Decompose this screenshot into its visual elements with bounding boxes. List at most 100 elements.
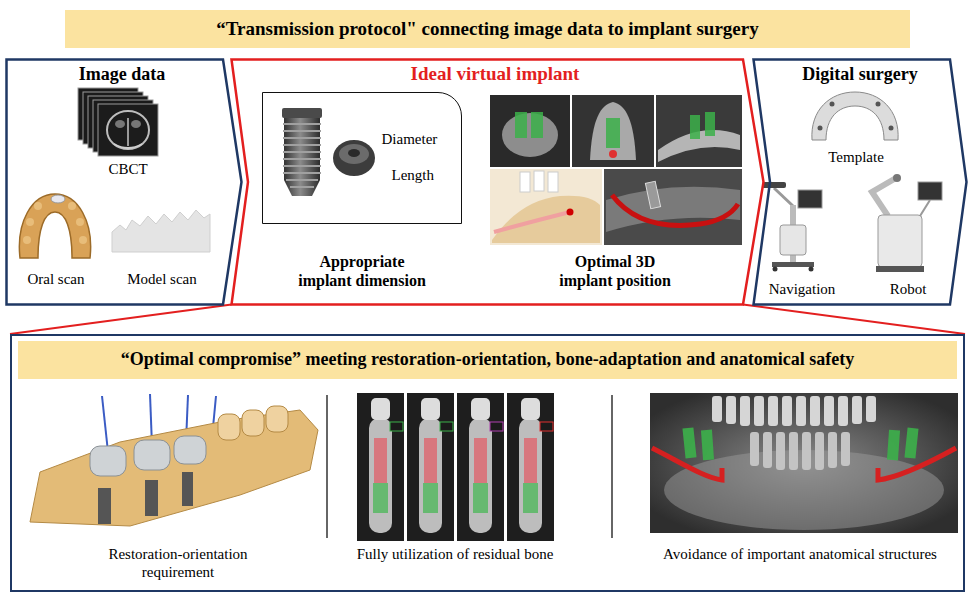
ct-planning-views	[490, 169, 602, 245]
navigation-system	[774, 188, 793, 206]
panoramic-image	[726, 396, 736, 424]
panoramic-image	[810, 396, 820, 426]
image-label: CBCT	[78, 160, 178, 178]
restoration-model-image	[98, 488, 111, 524]
node-text: Restoration-orientation requirement	[88, 545, 268, 581]
oral-scan-image	[34, 202, 42, 210]
cbct-slices	[519, 418, 542, 533]
dimension-box: DiameterLength	[262, 92, 462, 224]
panoramic-image	[750, 432, 759, 466]
restoration-model-image	[266, 406, 288, 432]
cbct-slices	[471, 398, 490, 420]
panel-heading: Ideal virtual implant	[335, 63, 655, 86]
implant-image	[283, 130, 321, 132]
restoration-model-image	[102, 396, 108, 452]
panoramic-image	[650, 393, 958, 533]
ct-planning-views	[612, 195, 738, 225]
navigation-system	[780, 225, 806, 255]
chevron-outline	[754, 60, 967, 305]
node-text: Diameter	[382, 130, 438, 148]
oral-scan-image	[23, 236, 31, 244]
cbct-slices	[457, 393, 504, 541]
restoration-model-image	[242, 410, 264, 436]
navigation-system	[772, 262, 814, 267]
section-caption: Optimal 3D implant position	[550, 252, 680, 290]
cbct-slices	[540, 422, 553, 431]
section-box: Restoration-orientation requirement Fully…	[10, 334, 965, 592]
divider-line	[326, 395, 328, 538]
robot-system	[872, 174, 942, 272]
chevron-outline	[5, 58, 243, 306]
divider-line	[611, 395, 613, 538]
ct-planning-views	[690, 115, 700, 139]
oral-scan-image	[26, 218, 34, 226]
cbct-slices	[423, 483, 438, 513]
implant-image	[283, 144, 321, 146]
implant-image	[283, 172, 321, 174]
implant-image	[283, 123, 321, 125]
cbct-slices	[490, 422, 503, 431]
panoramic-image	[682, 427, 696, 458]
oral-scan-image	[76, 218, 84, 226]
ct-planning-views	[572, 95, 654, 167]
zoom-connector	[743, 305, 965, 335]
image-label: Navigation	[752, 280, 852, 298]
implant-image	[282, 108, 375, 196]
ct-planning-views	[645, 181, 660, 209]
ct-planning-views	[515, 112, 527, 138]
panoramic-image	[824, 396, 834, 426]
ct-planning-views	[490, 95, 570, 167]
ct-planning-views	[604, 169, 742, 245]
oral-scan-image	[51, 195, 65, 203]
panoramic-image	[904, 428, 918, 459]
ct-planning-views	[567, 209, 574, 216]
navigation-system	[773, 267, 778, 272]
cbct-slices	[357, 393, 554, 541]
navigation-system	[762, 182, 786, 188]
chevron-outline	[752, 58, 968, 306]
robot-system	[918, 182, 942, 200]
ct-planning-views	[492, 196, 600, 243]
robot-system	[893, 174, 901, 182]
panoramic-image	[782, 396, 792, 426]
implant-image	[284, 116, 320, 196]
ct-planning-views	[705, 112, 715, 136]
restoration-model-image	[30, 394, 318, 526]
navigation-system	[809, 267, 814, 272]
implant-image	[286, 179, 318, 181]
ct-planning-views	[656, 95, 742, 167]
cbct-slices	[357, 393, 404, 541]
cbct-slices	[473, 483, 488, 513]
ct-planning-views	[548, 172, 558, 192]
restoration-model-image	[218, 414, 240, 440]
implant-image	[348, 149, 360, 157]
panoramic-image	[828, 432, 837, 468]
chevron-panel: Image data	[5, 58, 243, 306]
template-image	[812, 92, 898, 140]
cbct-stack	[107, 111, 149, 149]
panoramic-image	[650, 393, 958, 533]
cbct-slices	[440, 422, 453, 431]
robot-system	[876, 266, 924, 272]
panoramic-image	[815, 432, 824, 470]
panoramic-image	[789, 432, 798, 470]
image-label: Template	[806, 148, 906, 166]
template-image	[818, 126, 823, 131]
oral-scan-image	[79, 236, 87, 244]
ct-planning-views	[520, 172, 530, 192]
cbct-stack	[98, 104, 158, 156]
ct-planning-views	[590, 102, 636, 160]
ct-planning-views	[490, 95, 742, 245]
cbct-slices	[421, 398, 440, 420]
robot-system	[878, 215, 922, 267]
panoramic-image	[841, 432, 850, 466]
cbct-slices	[521, 398, 540, 420]
panoramic-image	[887, 430, 900, 461]
restoration-model-image	[90, 446, 126, 476]
node-text: Fully utilization of residual bone	[325, 545, 585, 563]
section-caption: Appropriate implant dimension	[292, 252, 432, 290]
chevron-outline	[230, 58, 765, 306]
restoration-model-image	[134, 440, 170, 470]
chevron-outline	[232, 60, 764, 305]
panoramic-image	[768, 396, 778, 426]
